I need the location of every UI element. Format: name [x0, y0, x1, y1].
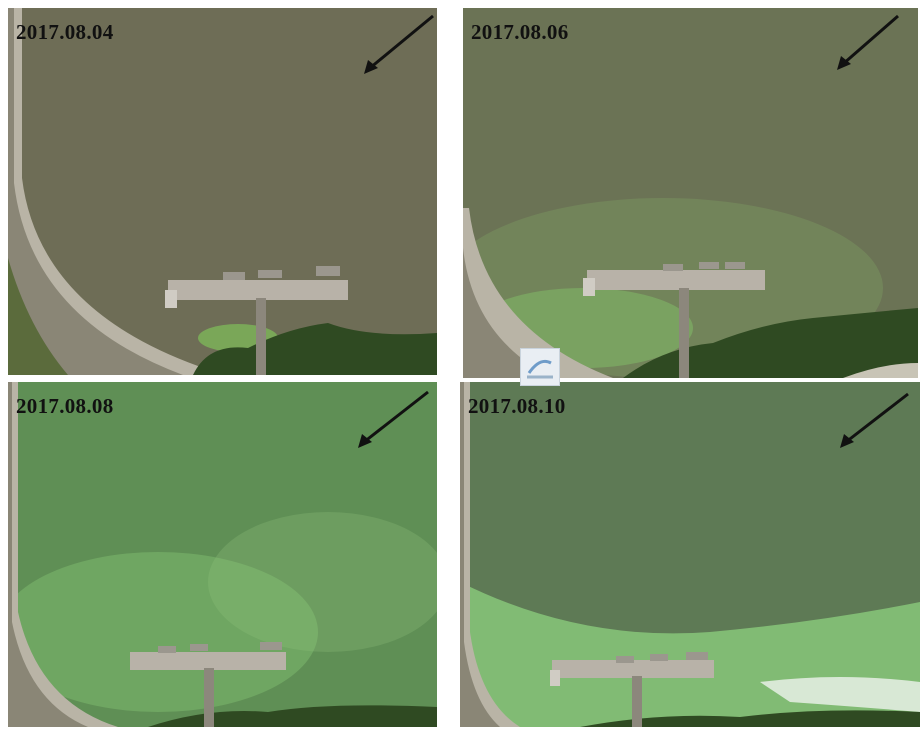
photo-panel-2017-08-10: 2017.08.10 — [460, 382, 920, 727]
panel-date-label: 2017.08.04 — [16, 20, 114, 44]
aerial-photo — [460, 382, 920, 727]
wind-direction-arrow-icon — [837, 14, 899, 70]
wind-direction-arrow-icon — [840, 392, 909, 448]
photo-panel-2017-08-08: 2017.08.08 — [8, 382, 437, 727]
watermark-logo-icon — [520, 348, 560, 386]
panel-date-label: 2017.08.08 — [16, 394, 114, 418]
panel-date-label: 2017.08.10 — [468, 394, 566, 418]
panel-date-label: 2017.08.06 — [471, 20, 569, 44]
photo-panel-2017-08-04: 2017.08.04 — [8, 8, 437, 375]
aerial-photo — [8, 8, 437, 375]
photo-panel-2017-08-06: 2017.08.06 — [463, 8, 918, 378]
wind-direction-arrow-icon — [364, 14, 434, 74]
aerial-photo — [463, 8, 918, 378]
wind-direction-arrow-icon — [358, 390, 429, 448]
aerial-photo — [8, 382, 437, 727]
